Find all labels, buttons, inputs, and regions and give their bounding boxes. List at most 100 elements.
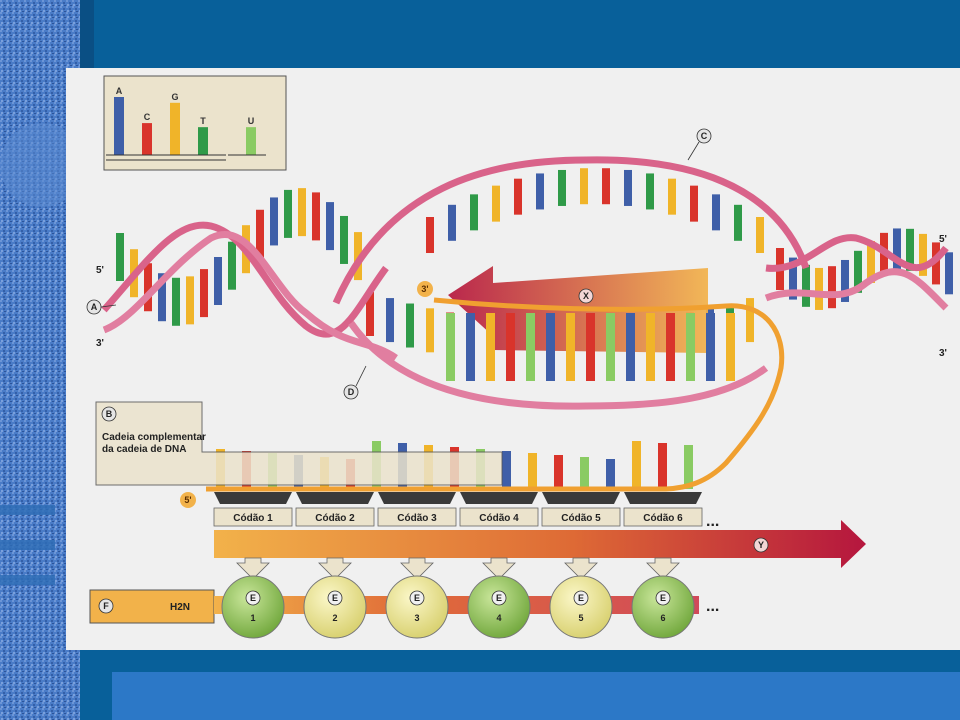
- dna-strand-right-b: [764, 268, 949, 311]
- codon-label-3: Códão 3: [397, 513, 437, 524]
- amino-acid-tag-circle: [573, 590, 589, 606]
- legend-bar-a: [114, 97, 124, 155]
- amino-acid-number: 4: [496, 613, 501, 623]
- dna-base: [284, 189, 292, 238]
- dna-base: [646, 173, 654, 210]
- codon-down-arrow: [318, 557, 352, 580]
- mrna-base: [606, 313, 615, 381]
- codon-bracket: [460, 492, 538, 504]
- codon-bracket: [378, 492, 456, 504]
- dna-base: [536, 173, 544, 210]
- dna-base: [828, 266, 836, 309]
- mrna-base: [466, 313, 475, 381]
- dna-base: [867, 240, 875, 283]
- dna-base: [919, 233, 927, 276]
- mrna-base: [546, 313, 555, 381]
- leader-a: [100, 304, 117, 308]
- label-d-circle: [343, 384, 359, 400]
- codon-down-arrow: [400, 557, 434, 580]
- dna-base: [470, 194, 478, 231]
- dna-base: [624, 169, 632, 206]
- label-5prime-right: 5': [939, 234, 947, 245]
- label-y-circle: [753, 537, 769, 553]
- amino-acid-6: [631, 575, 695, 639]
- box-b-line1: Cadeia complementar: [102, 432, 206, 443]
- dna-base: [228, 241, 236, 290]
- dna-base: [200, 269, 208, 318]
- amino-acid-3: [385, 575, 449, 639]
- bottom-inner-bar: [112, 672, 960, 720]
- mrna-base: [726, 313, 735, 381]
- dna-base: [580, 168, 588, 205]
- amino-acid-number: 1: [250, 613, 255, 623]
- dna-base: [256, 209, 264, 258]
- chain-ellipsis: ...: [706, 598, 719, 615]
- mrna-base: [528, 453, 537, 489]
- dna-strand-left-b: [102, 231, 398, 361]
- legend-bar-u: [246, 127, 256, 155]
- dna-base: [789, 257, 797, 300]
- decorative-circle: [0, 123, 84, 207]
- dna-base: [492, 185, 500, 222]
- mrna-base: [632, 441, 641, 489]
- dna-base: [602, 168, 610, 205]
- dna-bubble-bottom: [348, 321, 769, 410]
- amino-acid-tag-circle: [245, 590, 261, 606]
- left-bar-1: [0, 505, 55, 515]
- dna-base: [906, 228, 914, 271]
- label-b-circle: [101, 406, 117, 422]
- mrna-base: [686, 313, 695, 381]
- arrow-y-shape: [214, 520, 866, 568]
- legend-bar-t: [198, 127, 208, 155]
- dna-base: [340, 215, 348, 264]
- amino-acid-number: 5: [578, 613, 583, 623]
- amino-acid-number: 6: [660, 613, 665, 623]
- amino-acid-tag-circle: [409, 590, 425, 606]
- codon-bracket: [296, 492, 374, 504]
- mrna-base: [446, 313, 455, 381]
- codon-label-2: Códão 2: [315, 513, 355, 524]
- label-c: C: [701, 131, 708, 141]
- box-b-frame: [95, 401, 503, 486]
- codon-down-arrow: [646, 557, 680, 580]
- amino-acid-tag: E: [496, 593, 502, 603]
- mrna-base: [566, 313, 575, 381]
- codon-box: [459, 507, 539, 527]
- mrna-base: [506, 313, 515, 381]
- mrna-base: [626, 313, 635, 381]
- legend-frame: [103, 75, 287, 171]
- label-3prime-left: 3': [96, 338, 104, 349]
- label-c-circle: [696, 128, 712, 144]
- mrna-base: [606, 459, 615, 489]
- amino-acid-tag-circle: [491, 590, 507, 606]
- dna-strand-right-a: [765, 234, 949, 272]
- amino-acid-tag: E: [578, 593, 584, 603]
- arrow-y: Y: [214, 520, 866, 568]
- dna-base: [448, 204, 456, 241]
- codon-down-arrow: [482, 557, 516, 580]
- dna-bubble-top: [332, 156, 810, 305]
- mrna-strand: [206, 297, 785, 492]
- label-x: X: [583, 291, 589, 301]
- legend-letter-u: U: [248, 116, 255, 126]
- codon-bracket: [214, 492, 292, 504]
- label-5prime-rna: 5': [184, 495, 191, 505]
- dna-base: [815, 267, 823, 310]
- amino-acid-tag: E: [660, 593, 666, 603]
- mrna-base: [666, 313, 675, 381]
- codon-box: [377, 507, 457, 527]
- codon-label-5: Códão 5: [561, 513, 601, 524]
- peptide-bond-bar: [214, 596, 699, 614]
- dna-base: [668, 178, 676, 215]
- dna-base: [158, 273, 166, 322]
- label-3prime-rna-circle: [417, 281, 433, 297]
- dna-base: [945, 252, 953, 295]
- dna-base: [734, 204, 742, 241]
- mrna-base: [526, 313, 535, 381]
- mrna-base: [554, 455, 563, 489]
- dna-base: [386, 298, 394, 343]
- left-bar-2: [0, 540, 55, 550]
